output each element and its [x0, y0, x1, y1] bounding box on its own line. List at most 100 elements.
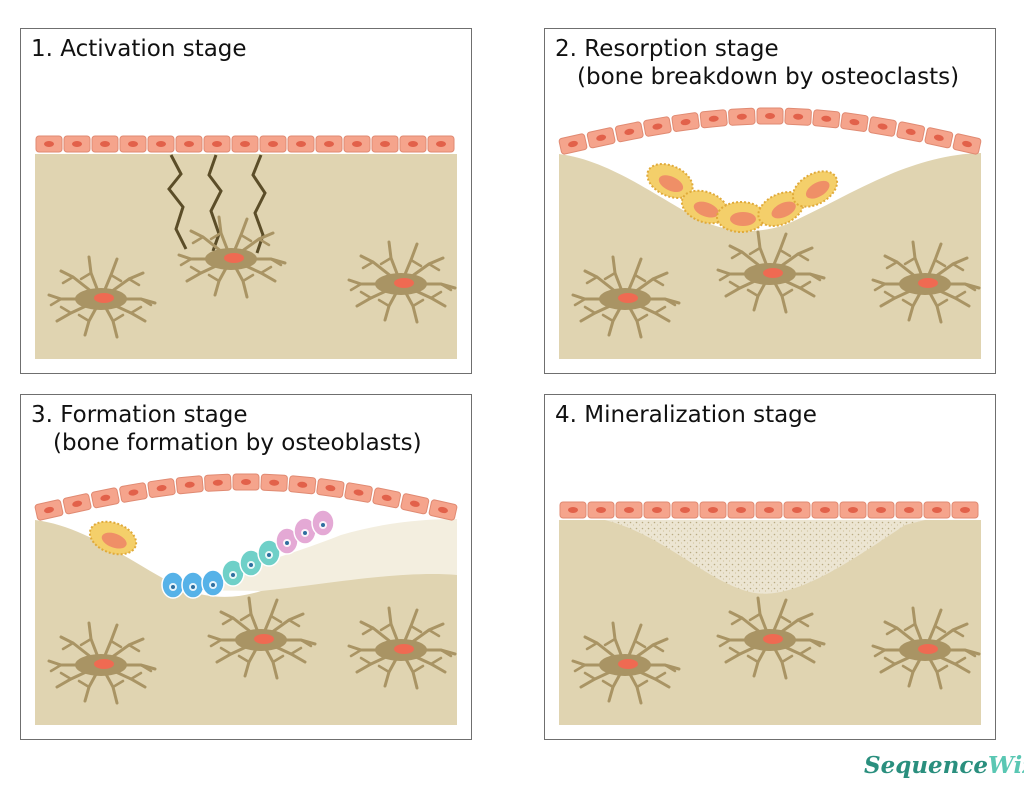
lining-cell-layer	[559, 501, 979, 519]
logo-text-wiz: Wiz	[988, 752, 1024, 779]
lining-cell	[586, 127, 616, 149]
osteoblast	[293, 517, 317, 545]
osteoclast	[757, 191, 805, 227]
lining-cell	[91, 135, 119, 153]
panel-title: 2. Resorption stage (bone breakdown by o…	[555, 35, 959, 91]
lining-cell	[203, 135, 231, 153]
osteocyte	[347, 240, 457, 324]
osteoblast	[161, 571, 185, 599]
panel-title-line1: 3. Formation stage	[31, 402, 248, 428]
osteocyte	[571, 621, 681, 705]
osteoclast	[680, 189, 730, 225]
lining-cell	[559, 501, 587, 519]
osteoblast	[201, 569, 225, 597]
osteoblast	[257, 539, 281, 567]
osteoblast	[311, 509, 335, 537]
formation-stage-panel: 3. Formation stage (bone formation by os…	[20, 394, 472, 740]
activation-stage-panel: 1. Activation stage	[20, 28, 472, 374]
osteocyte	[347, 606, 457, 690]
osteocyte	[871, 606, 981, 690]
lining-cell	[35, 135, 63, 153]
panel-title-line1: 1. Activation stage	[31, 36, 247, 62]
lining-cell-layer	[34, 473, 458, 521]
lining-cell	[400, 493, 430, 515]
osteocyte	[177, 215, 287, 299]
mineralizing-new-bone	[605, 520, 925, 594]
lining-cell	[615, 501, 643, 519]
panel-title-line2: (bone breakdown by osteoclasts)	[577, 64, 960, 90]
lining-cell	[699, 109, 728, 129]
panel-title-line1: 2. Resorption stage	[555, 36, 779, 62]
lining-cell	[344, 482, 373, 503]
lining-cell	[315, 135, 343, 153]
lining-cell	[371, 135, 399, 153]
lining-cell	[952, 133, 982, 155]
panel-title-line1: 4. Mineralization stage	[555, 402, 817, 428]
lining-cell	[951, 501, 979, 519]
lining-cell-layer	[558, 107, 982, 155]
logo-text-sequence: Sequence	[864, 752, 989, 779]
lining-cell	[811, 501, 839, 519]
lining-cell	[147, 135, 175, 153]
panel-title: 4. Mineralization stage	[555, 401, 817, 429]
osteoblast-group	[161, 509, 335, 599]
lining-cell	[34, 499, 64, 521]
lining-cell	[288, 475, 317, 495]
lining-cell	[372, 487, 402, 509]
mineralization-stage-panel: 4. Mineralization stage	[544, 394, 996, 740]
lining-cell	[204, 473, 232, 492]
lining-cell	[260, 473, 288, 492]
lining-cell	[643, 501, 671, 519]
lining-cell	[62, 493, 92, 515]
lining-cell	[867, 501, 895, 519]
lining-cell	[119, 482, 148, 503]
bone-matrix-resorption-pit	[559, 153, 981, 359]
lining-cell	[259, 135, 287, 153]
osteoclast	[791, 170, 839, 208]
lining-cell	[587, 501, 615, 519]
lining-cell-layer	[35, 135, 455, 153]
osteoclast	[88, 520, 138, 556]
lining-cell	[671, 501, 699, 519]
lining-cell	[868, 116, 897, 137]
osteoclast-group	[646, 163, 839, 233]
lining-cell	[232, 473, 260, 491]
osteoblast	[181, 571, 205, 599]
resorption-stage-panel: 2. Resorption stage (bone breakdown by o…	[544, 28, 996, 374]
panel-title: 1. Activation stage	[31, 35, 247, 63]
lining-cell	[175, 135, 203, 153]
lining-cell	[399, 135, 427, 153]
osteocyte	[571, 255, 681, 339]
lining-cell	[812, 109, 841, 129]
lining-cell	[923, 501, 951, 519]
lining-cell	[63, 135, 91, 153]
lining-cell	[755, 501, 783, 519]
lining-cell	[671, 112, 700, 132]
lining-cell	[756, 107, 784, 125]
activation-stage-illustration	[35, 135, 457, 359]
lining-cell	[783, 501, 811, 519]
osteocyte	[47, 621, 157, 705]
lining-cell	[699, 501, 727, 519]
osteocyte	[716, 596, 826, 680]
resorption-stage-illustration	[558, 107, 982, 359]
lining-cell	[90, 487, 120, 509]
lining-cell	[895, 501, 923, 519]
osteoclast	[646, 163, 694, 199]
lining-cell	[614, 121, 644, 143]
osteocyte	[207, 596, 317, 680]
lining-cell	[343, 135, 371, 153]
osteocyte	[871, 240, 981, 324]
mineralization-stage-illustration	[559, 501, 981, 725]
lining-cell	[728, 107, 756, 126]
lining-cell	[231, 135, 259, 153]
osteocyte	[47, 255, 157, 339]
lining-cell	[643, 116, 672, 137]
lining-cell	[727, 501, 755, 519]
lining-cell	[427, 135, 455, 153]
sequencewiz-logo: SequenceWiz	[864, 752, 1024, 779]
lining-cell	[316, 478, 345, 498]
lining-cell	[287, 135, 315, 153]
lining-cell	[784, 107, 812, 126]
lining-cell	[175, 475, 204, 495]
